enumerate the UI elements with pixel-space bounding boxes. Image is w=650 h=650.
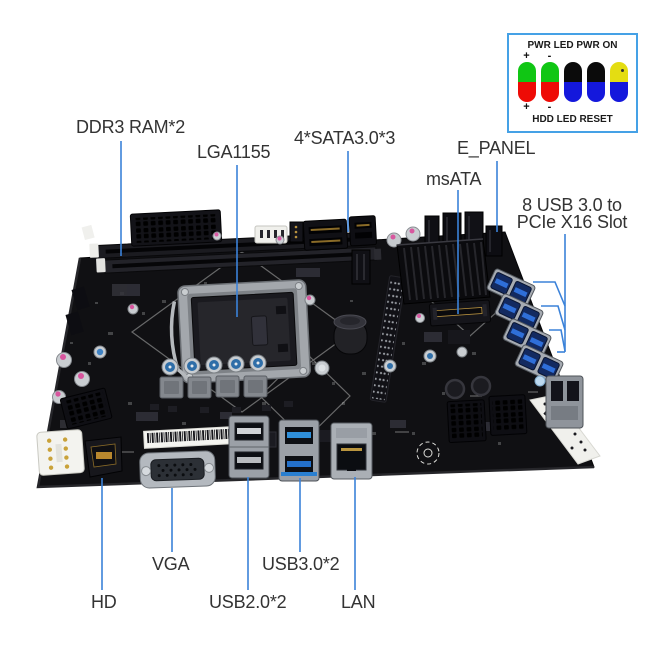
usb3-riser-stack-4 [514, 344, 564, 383]
vrm-mosfets [150, 401, 293, 413]
vga-port [139, 450, 216, 489]
inductor-coils [444, 375, 492, 400]
vrm-capacitors [161, 354, 267, 376]
vrm-chokes [159, 375, 268, 399]
legend-top-label: PWR LED PWR ON [527, 40, 618, 51]
pin-col-pwr-on [563, 51, 582, 113]
capacitor-top [277, 236, 282, 241]
pin-sign-top: + [523, 50, 530, 62]
label-sata: 4*SATA3.0*3 [294, 128, 396, 148]
pin-col-pwr: + + [517, 50, 536, 113]
label-usb-pcie: 8 USB 3.0 to PCIe X16 Slot [508, 195, 636, 232]
pin-sign-top: - [547, 50, 552, 62]
sata-ports [302, 215, 377, 251]
gpu-power-6pin [446, 394, 528, 444]
pin-header-3pin [289, 221, 304, 243]
pin-sign-bottom: - [547, 101, 552, 113]
msata-slot [428, 299, 492, 327]
atx-24pin-connector [129, 209, 223, 247]
leader-lines [101, 141, 566, 590]
usb3-tower [534, 375, 584, 429]
caps-left [52, 303, 139, 404]
pwr-pin-connector [517, 62, 536, 102]
vrm-area [150, 354, 293, 413]
label-msata: msATA [426, 169, 482, 189]
pin-col-reset [586, 51, 605, 113]
hdmi-port [84, 436, 123, 478]
label-lan: LAN [341, 592, 376, 612]
chipset-heatsink [351, 238, 491, 305]
cmos-battery [333, 314, 368, 355]
front-panel-pins: + + - - [509, 51, 636, 113]
e-panel-header [485, 225, 503, 257]
pin-col-led: - - [540, 50, 559, 113]
pin-col-spare [609, 51, 628, 113]
usb2-ports [228, 415, 270, 479]
legend-bottom-label: HDD LED RESET [532, 114, 613, 125]
pcie-header-strip [369, 275, 406, 403]
pwr-on-pin-connector [563, 62, 582, 102]
cpu-power-8pin [59, 387, 113, 430]
usb3-ports [278, 419, 320, 482]
label-lga1155: LGA1155 [197, 142, 271, 162]
spare-pin-connector [609, 62, 628, 102]
sim-slot-pad [36, 429, 85, 476]
leader-usb-bracket [533, 234, 566, 353]
led-pin-connector [540, 62, 559, 102]
reset-pin-connector [586, 62, 605, 102]
usb3-riser-stack-2 [494, 293, 544, 332]
edge-headers-left [65, 286, 90, 336]
front-panel-legend: PWR LED PWR ON + + - - HD [507, 33, 638, 133]
label-usb2: USB2.0*2 [209, 592, 287, 612]
ram-latch [81, 224, 95, 241]
pin-marker-dot [620, 69, 624, 72]
lan-port [330, 422, 373, 480]
fan-mount-silkscreen [416, 441, 440, 465]
capacitor-top [417, 314, 421, 318]
label-vga: VGA [152, 554, 190, 574]
label-usb-pcie-line1: 8 USB 3.0 to [522, 195, 622, 215]
label-e-panel: E_PANEL [457, 138, 536, 158]
barcode-sticker [143, 426, 234, 449]
motherboard-photo [36, 209, 601, 489]
label-usb-pcie-line2: PCIe X16 Slot [516, 212, 628, 232]
capacitor-top [214, 232, 219, 237]
label-ddr3-ram: DDR3 RAM*2 [76, 117, 186, 137]
label-hd: HD [91, 592, 117, 612]
label-usb3: USB3.0*2 [262, 554, 340, 574]
pin-sign-bottom: + [523, 101, 530, 113]
